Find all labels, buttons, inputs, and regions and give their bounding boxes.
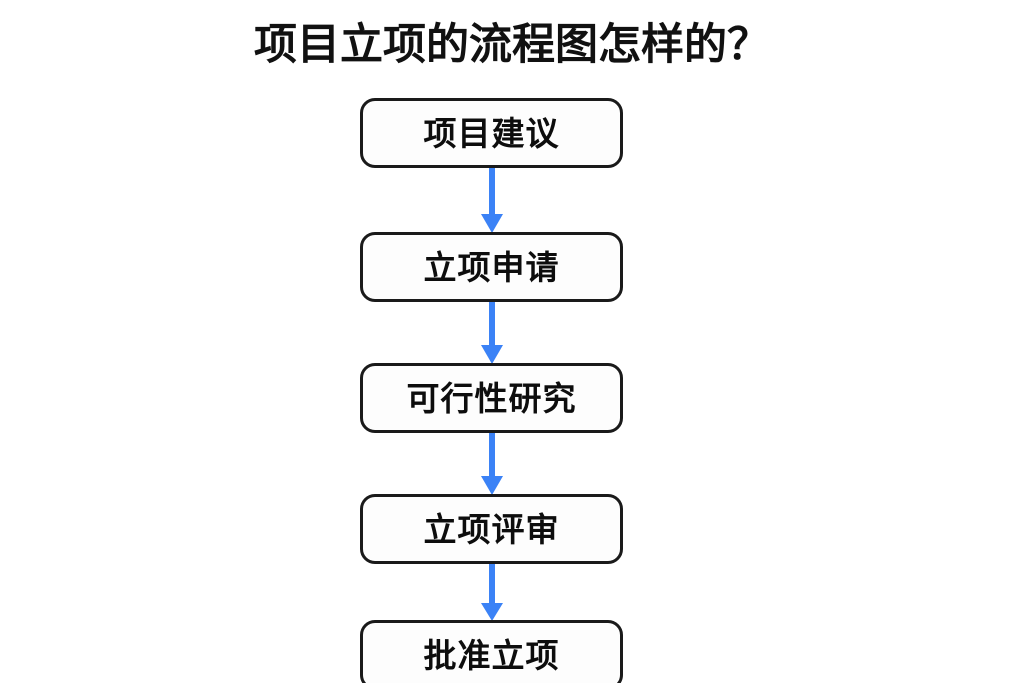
flow-node-label: 立项申请 bbox=[423, 248, 560, 286]
flow-arrow-down-icon bbox=[472, 433, 512, 496]
flow-node-project-proposal[interactable]: 项目建议 bbox=[360, 98, 623, 168]
flow-arrow-down-icon bbox=[472, 564, 512, 622]
flow-node-project-application[interactable]: 立项申请 bbox=[360, 232, 623, 302]
flow-arrow-down-icon bbox=[472, 168, 512, 234]
flow-node-label: 可行性研究 bbox=[406, 379, 577, 417]
flow-node-approval[interactable]: 批准立项 bbox=[360, 620, 623, 683]
flow-node-label: 批准立项 bbox=[423, 636, 560, 674]
flow-node-feasibility-study[interactable]: 可行性研究 bbox=[360, 363, 623, 433]
flow-node-label: 立项评审 bbox=[423, 510, 560, 548]
flow-node-label: 项目建议 bbox=[423, 114, 560, 152]
flow-arrow-down-icon bbox=[472, 302, 512, 365]
flow-node-project-review[interactable]: 立项评审 bbox=[360, 494, 623, 564]
page-title: 项目立项的流程图怎样的？ bbox=[254, 21, 770, 69]
